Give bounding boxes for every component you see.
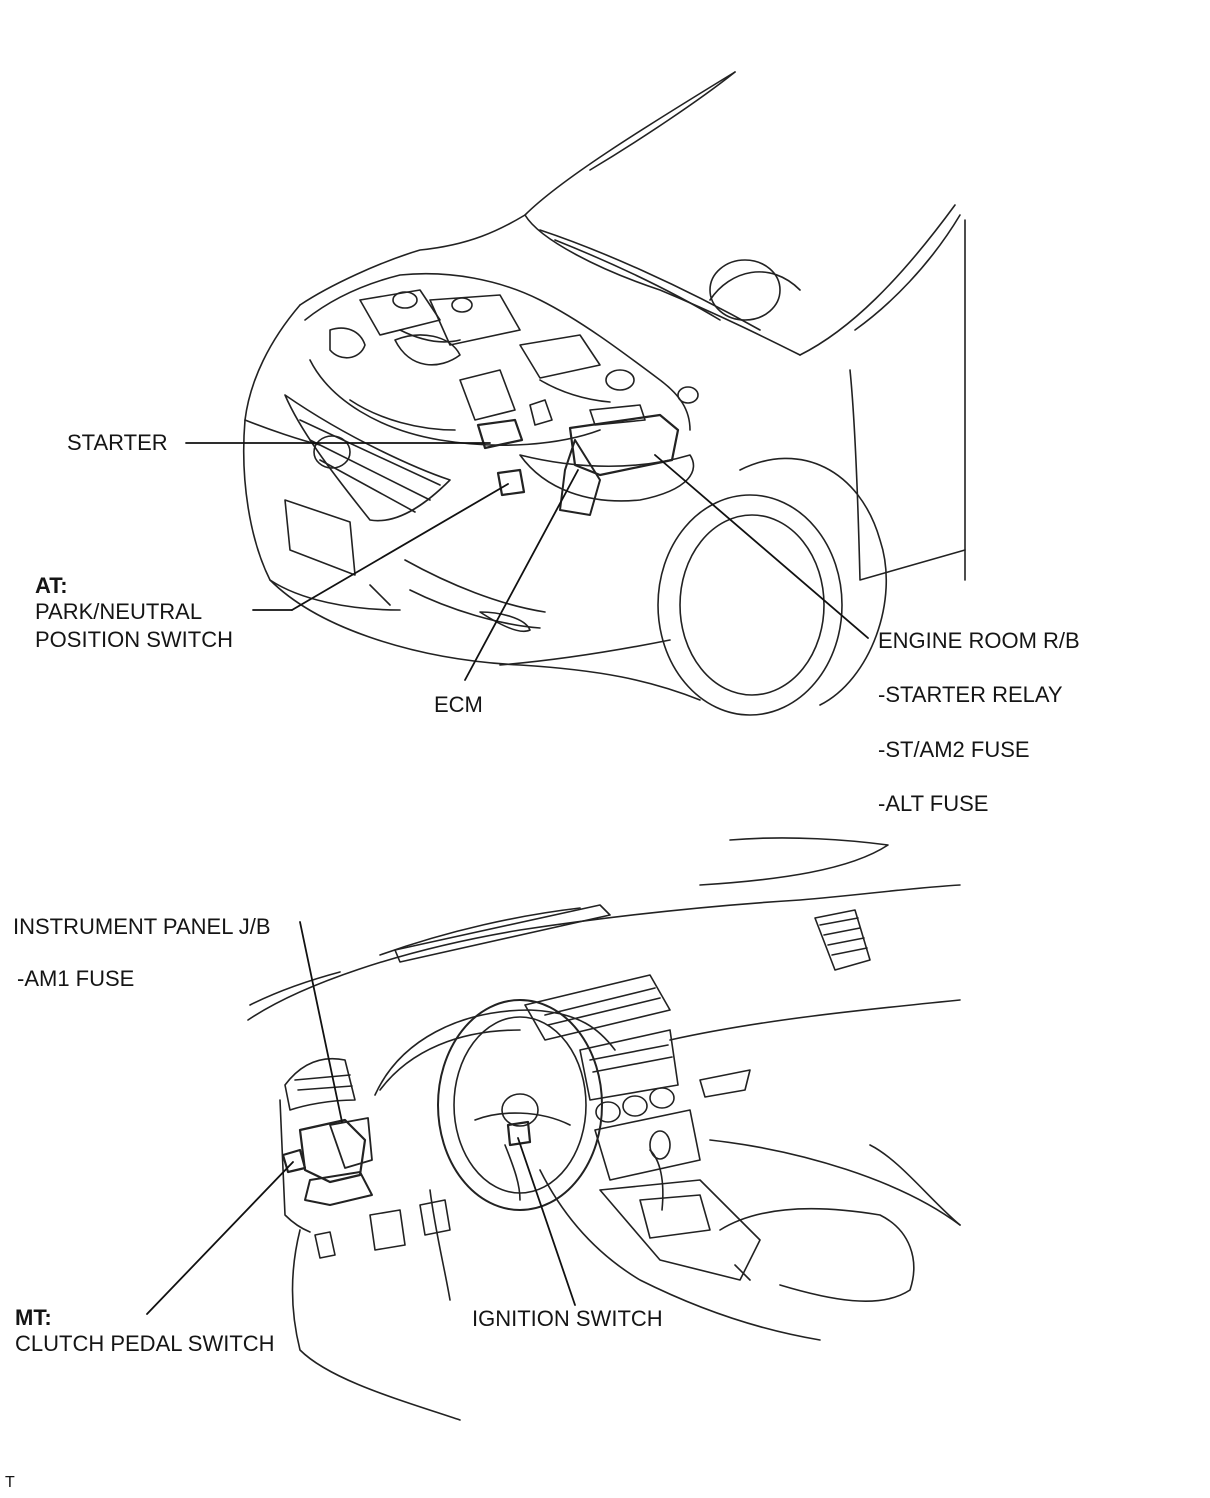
engine-leader-lines: [185, 442, 869, 681]
label-ignition-switch: IGNITION SWITCH: [472, 1306, 663, 1331]
label-starter-relay: -STARTER RELAY: [878, 682, 1063, 707]
footer-code: T: [5, 1474, 15, 1491]
leader-engine-room-rb: [654, 454, 869, 639]
leader-park-neutral-diag: [291, 483, 509, 611]
leader-instrument-panel-jb: [299, 921, 343, 1123]
leader-ignition-switch: [517, 1137, 576, 1306]
label-ecm: ECM: [434, 692, 483, 717]
label-alt-fuse: -ALT FUSE: [878, 791, 989, 816]
label-clutch-pedal-switch: CLUTCH PEDAL SWITCH: [15, 1331, 275, 1356]
label-st-am2-fuse: -ST/AM2 FUSE: [878, 737, 1030, 762]
label-instrument-panel-jb: INSTRUMENT PANEL J/B: [13, 914, 271, 939]
label-park-neutral-line2: POSITION SWITCH: [35, 627, 233, 652]
leader-ecm: [464, 469, 579, 681]
car-front-drawing: [242, 71, 966, 716]
label-at-prefix: AT:: [35, 573, 68, 598]
interior-leader-lines: [146, 921, 576, 1315]
label-mt-prefix: MT:: [15, 1305, 52, 1330]
label-park-neutral-line1: PARK/NEUTRAL: [35, 599, 203, 624]
label-engine-room-rb: ENGINE ROOM R/B: [878, 628, 1080, 653]
leader-clutch-pedal-switch: [146, 1161, 294, 1315]
label-am1-fuse: -AM1 FUSE: [17, 966, 135, 991]
label-starter: STARTER: [67, 430, 168, 455]
dashboard-drawing: [247, 837, 961, 1421]
